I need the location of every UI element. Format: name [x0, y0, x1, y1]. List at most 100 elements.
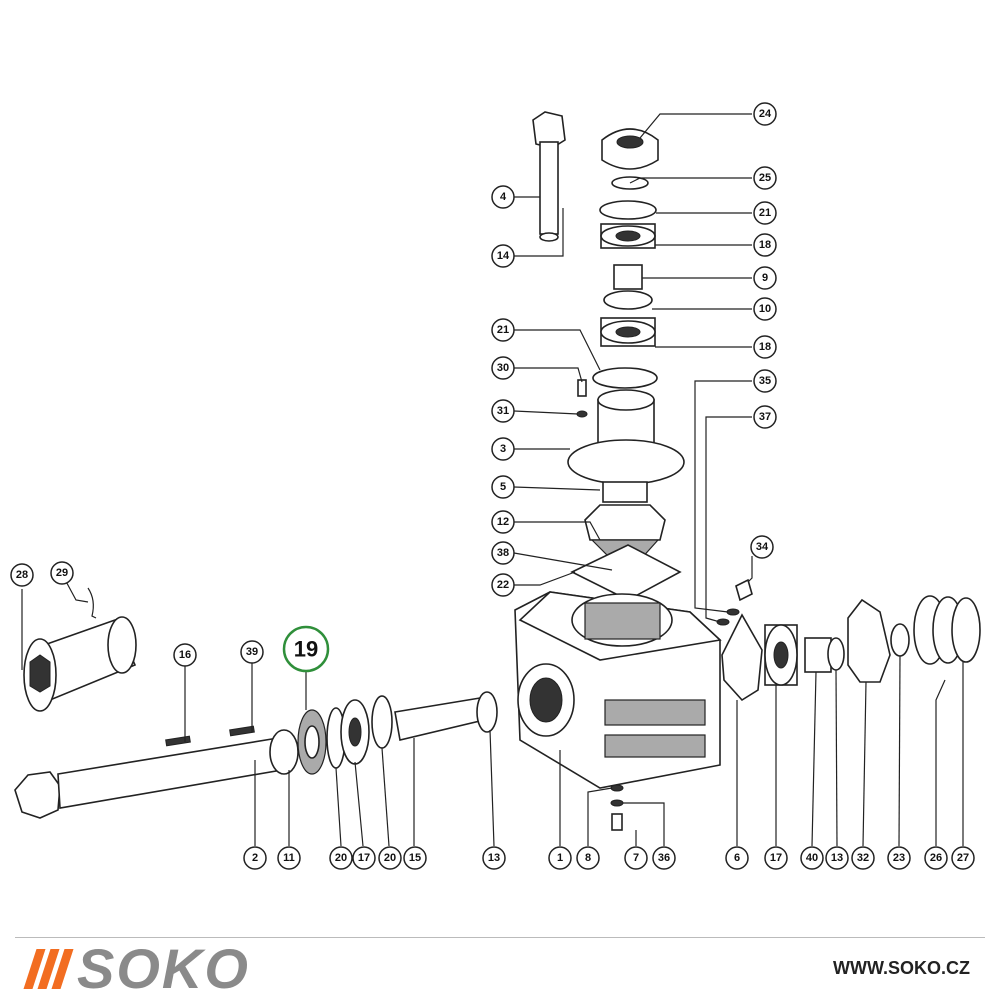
callout-label[interactable]: 24 [753, 102, 777, 126]
website-link[interactable]: WWW.SOKO.CZ [833, 958, 970, 978]
callout-label[interactable]: 20 [378, 846, 402, 870]
svg-text:34: 34 [756, 541, 769, 553]
callout-label[interactable]: 40 [800, 846, 824, 870]
svg-text:17: 17 [358, 852, 370, 864]
svg-text:1: 1 [557, 852, 563, 864]
callout-label[interactable]: 21 [753, 201, 777, 225]
callout-label[interactable]: 17 [352, 846, 376, 870]
callout-label[interactable]: 25 [753, 166, 777, 190]
input-shaft-part [14, 691, 498, 819]
callout-label[interactable]: 12 [491, 510, 515, 534]
callout-label[interactable]: 17 [764, 846, 788, 870]
brand-logo[interactable]: SOKO [23, 937, 250, 1000]
leader-lines [21, 113, 964, 847]
svg-text:3: 3 [500, 443, 506, 455]
callout-label[interactable]: 23 [887, 846, 911, 870]
svg-text:30: 30 [497, 362, 509, 374]
small-fasteners [576, 379, 753, 831]
svg-text:39: 39 [246, 646, 258, 658]
callout-label[interactable]: 20 [329, 846, 353, 870]
callout-label[interactable]: 26 [924, 846, 948, 870]
callout-label[interactable]: 31 [491, 399, 515, 423]
svg-text:24: 24 [759, 108, 772, 120]
svg-text:15: 15 [409, 852, 421, 864]
callout-label[interactable]: 30 [491, 356, 515, 380]
callout-label[interactable]: 16 [173, 643, 197, 667]
callout-label[interactable]: 32 [851, 846, 875, 870]
svg-text:18: 18 [759, 239, 771, 251]
gearbox-housing-part [514, 591, 722, 789]
svg-text:23: 23 [893, 852, 905, 864]
bolt-part [532, 111, 566, 242]
callout-label[interactable]: 18 [753, 335, 777, 359]
callout-label[interactable]: 15 [403, 846, 427, 870]
svg-text:26: 26 [930, 852, 942, 864]
svg-text:25: 25 [759, 172, 771, 184]
svg-text:7: 7 [633, 852, 639, 864]
footer-divider [15, 937, 985, 938]
callout-label[interactable]: 37 [753, 405, 777, 429]
callout-label[interactable]: 13 [482, 846, 506, 870]
svg-text:40: 40 [806, 852, 818, 864]
callout-label[interactable]: 10 [753, 297, 777, 321]
callout-label[interactable]: 21 [491, 318, 515, 342]
callout-label[interactable]: 4 [491, 185, 515, 209]
callout-label[interactable]: 27 [951, 846, 975, 870]
svg-text:14: 14 [497, 250, 510, 262]
svg-text:6: 6 [734, 852, 740, 864]
callout-label[interactable]: 22 [491, 573, 515, 597]
callout-label[interactable]: 6 [725, 846, 749, 870]
callout-label[interactable]: 2 [243, 846, 267, 870]
callout-label[interactable]: 18 [753, 233, 777, 257]
vertical-shaft-stack [592, 128, 659, 389]
callout-label[interactable]: 39 [240, 640, 264, 664]
callout-label[interactable]: 11 [277, 846, 301, 870]
callout-label[interactable]: 1 [548, 846, 572, 870]
brand-name: SOKO [77, 937, 250, 1000]
callout-label[interactable]: 3 [491, 437, 515, 461]
svg-text:18: 18 [759, 341, 771, 353]
gaskets-part [570, 544, 682, 601]
highlighted-callout-label[interactable]: 19 [282, 625, 330, 673]
svg-text:35: 35 [759, 375, 771, 387]
svg-text:20: 20 [384, 852, 396, 864]
svg-text:17: 17 [770, 852, 782, 864]
svg-text:22: 22 [497, 579, 509, 591]
svg-text:5: 5 [500, 481, 506, 493]
svg-text:19: 19 [294, 637, 318, 662]
svg-text:21: 21 [497, 324, 509, 336]
callout-label[interactable]: 14 [491, 244, 515, 268]
callout-label[interactable]: 29 [50, 561, 74, 585]
svg-text:27: 27 [957, 852, 969, 864]
svg-text:13: 13 [488, 852, 500, 864]
svg-text:32: 32 [857, 852, 869, 864]
svg-text:8: 8 [585, 852, 591, 864]
callout-label[interactable]: 13 [825, 846, 849, 870]
svg-text:9: 9 [762, 272, 768, 284]
callout-label[interactable]: 36 [652, 846, 676, 870]
svg-text:20: 20 [335, 852, 347, 864]
svg-text:13: 13 [831, 852, 843, 864]
svg-text:2: 2 [252, 852, 258, 864]
callout-label[interactable]: 5 [491, 475, 515, 499]
svg-text:11: 11 [283, 852, 295, 864]
svg-text:10: 10 [759, 303, 771, 315]
callout-label[interactable]: 7 [624, 846, 648, 870]
bearing-housing-part [567, 389, 685, 503]
right-shaft-stack [721, 595, 981, 702]
callout-label[interactable]: 38 [491, 541, 515, 565]
callout-label[interactable]: 9 [753, 266, 777, 290]
callout-label[interactable]: 28 [10, 563, 34, 587]
coupling-sleeve-part [23, 587, 137, 712]
svg-text:37: 37 [759, 411, 771, 423]
callout-label[interactable]: 34 [750, 535, 774, 559]
svg-text:16: 16 [179, 649, 191, 661]
svg-text:36: 36 [658, 852, 670, 864]
callout-label[interactable]: 35 [753, 369, 777, 393]
callout-label[interactable]: 8 [576, 846, 600, 870]
brand-stripes-icon [23, 949, 74, 989]
callout-labels: 24 25 21 18 9 10 18 4 14 21 30 31 3 5 12… [10, 102, 975, 870]
svg-text:31: 31 [497, 405, 509, 417]
svg-text:21: 21 [759, 207, 771, 219]
